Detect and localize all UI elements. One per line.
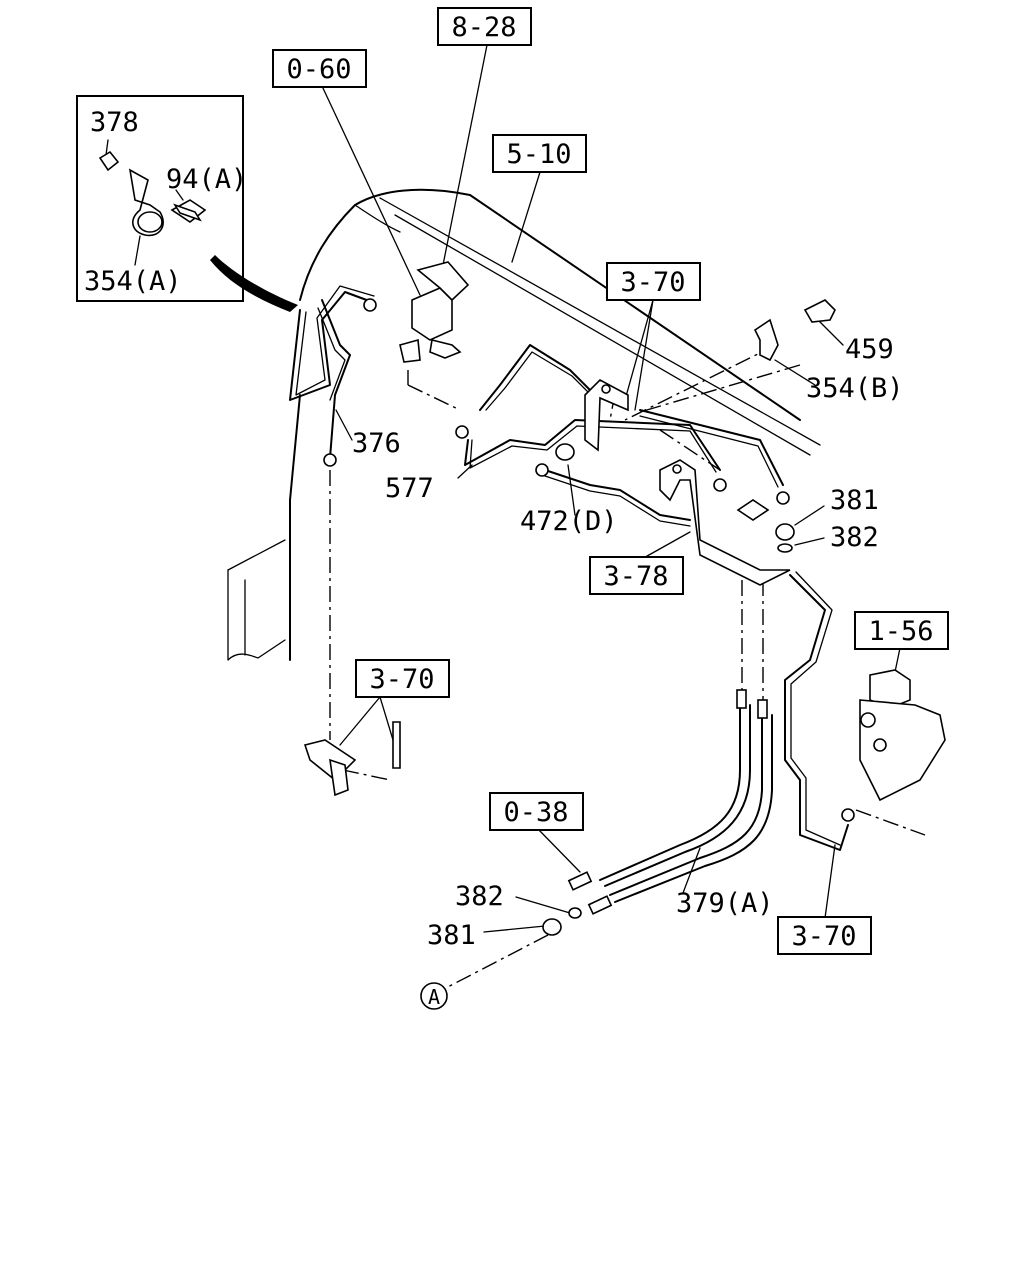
- ref-box-1-56[interactable]: 1-56: [854, 611, 949, 650]
- ref-box-0-38-label: 0-38: [503, 797, 568, 828]
- part-labels: 378 94(A) 354(A) 459 354(B) 376 577 472(…: [84, 107, 904, 951]
- part-label-381-right: 381: [830, 485, 879, 516]
- ref-box-3-70-top[interactable]: 3-70: [606, 262, 701, 301]
- ref-box-3-70-left-label: 3-70: [369, 664, 434, 695]
- clamp-354b: [753, 299, 836, 362]
- part-label-378: 378: [90, 107, 139, 138]
- callout-a[interactable]: A: [420, 982, 448, 1010]
- ref-box-3-78[interactable]: 3-78: [589, 556, 684, 595]
- part-label-382-bottom: 382: [455, 881, 504, 912]
- ref-box-0-60-label: 0-60: [286, 54, 351, 85]
- bracket-3-70-upper: [584, 379, 629, 452]
- ref-box-0-38[interactable]: 0-38: [489, 792, 584, 831]
- ref-box-1-56-label: 1-56: [868, 616, 933, 647]
- part-label-472d: 472(D): [520, 506, 618, 537]
- ref-box-3-70-bottom[interactable]: 3-70: [777, 916, 872, 955]
- assembly-dash-lines: [329, 344, 926, 991]
- ref-box-8-28-label: 8-28: [451, 12, 516, 43]
- leader-lines: [105, 44, 901, 933]
- part-label-354a: 354(A): [84, 266, 182, 297]
- fittings: [323, 298, 855, 936]
- part-label-376: 376: [352, 428, 401, 459]
- part-label-94a: 94(A): [166, 164, 247, 195]
- part-label-354b: 354(B): [806, 373, 904, 404]
- ref-box-3-78-label: 3-78: [603, 561, 668, 592]
- ref-box-3-70-bottom-label: 3-70: [791, 921, 856, 952]
- ref-box-5-10[interactable]: 5-10: [492, 134, 587, 173]
- ref-box-8-28[interactable]: 8-28: [437, 7, 532, 46]
- clamp-354a-group: [76, 95, 298, 312]
- relay-valve-1-56: [859, 669, 946, 802]
- ref-box-3-70-left[interactable]: 3-70: [355, 659, 450, 698]
- part-label-379a: 379(A): [676, 888, 774, 919]
- solenoid-valve-0-60: [399, 261, 470, 363]
- part-label-382-right: 382: [830, 522, 879, 553]
- part-label-381-bottom: 381: [427, 920, 476, 951]
- part-label-577: 577: [385, 473, 434, 504]
- engine-body-outline: [227, 188, 821, 661]
- callout-a-label: A: [428, 985, 440, 1009]
- bracket-3-78: [659, 459, 791, 586]
- ref-box-0-60[interactable]: 0-60: [272, 49, 367, 88]
- ref-box-5-10-label: 5-10: [506, 139, 571, 170]
- ref-box-3-70-top-label: 3-70: [620, 267, 685, 298]
- part-label-459: 459: [845, 334, 894, 365]
- bracket-3-70-left: [303, 721, 401, 797]
- pipe-lines: [289, 285, 849, 903]
